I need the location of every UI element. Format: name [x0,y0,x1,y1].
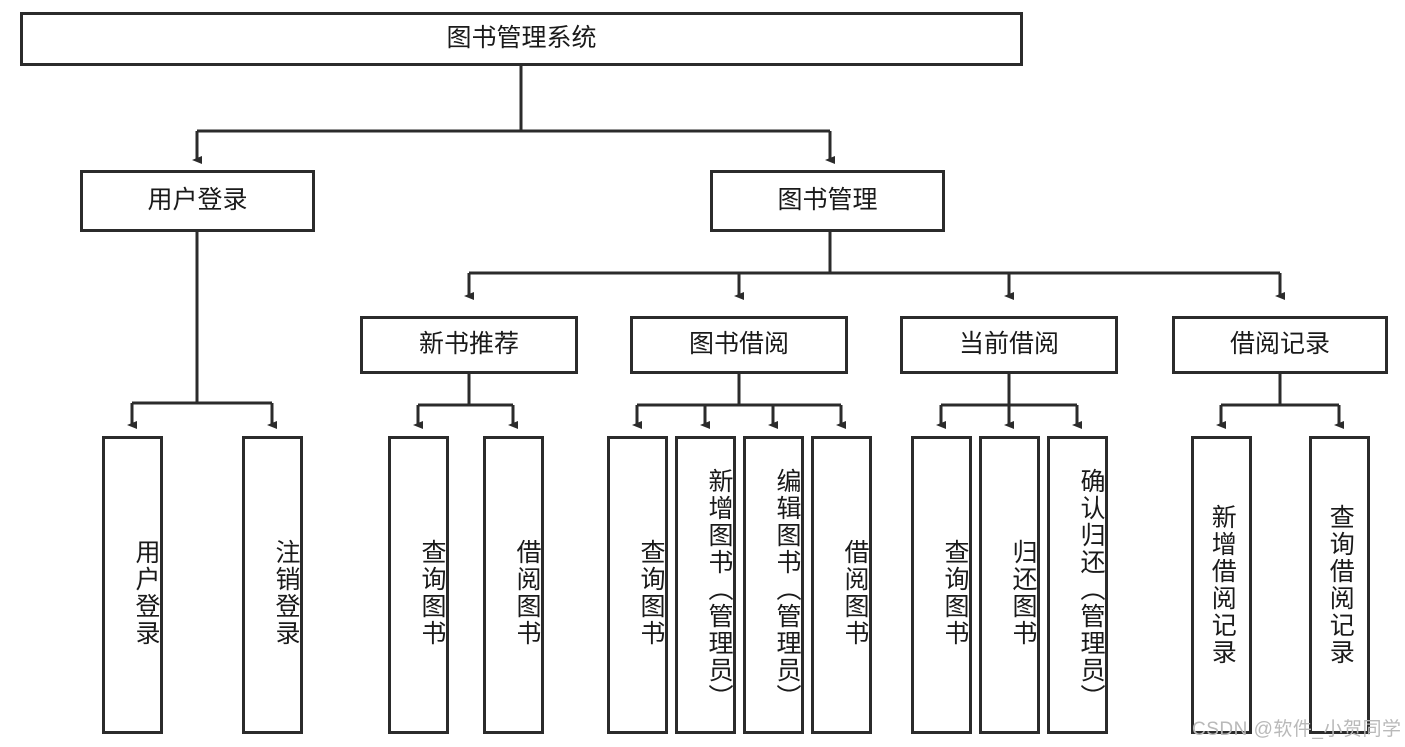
node-book-management[interactable]: 图书管理 [710,170,945,232]
leaf-borrow-record-add[interactable]: 新增借阅记录 [1191,436,1252,734]
node-current-borrow[interactable]: 当前借阅 [900,316,1118,374]
leaf-borrow-record-query[interactable]: 查询借阅记录 [1309,436,1370,734]
csdn-watermark: CSDN @软件_小贺同学 [1192,719,1402,740]
leaf-book-borrow-edit-admin[interactable]: 编辑图书（管理员） [743,436,804,734]
node-book-borrow[interactable]: 图书借阅 [630,316,848,374]
node-new-book-recommend[interactable]: 新书推荐 [360,316,578,374]
leaf-user-login-login[interactable]: 用户登录 [102,436,163,734]
leaf-book-borrow-add-admin[interactable]: 新增图书（管理员） [675,436,736,734]
leaf-book-borrow-query[interactable]: 查询图书 [607,436,668,734]
leaf-current-borrow-confirm-admin[interactable]: 确认归还（管理员） [1047,436,1108,734]
leaf-new-book-borrow[interactable]: 借阅图书 [483,436,544,734]
leaf-current-borrow-query[interactable]: 查询图书 [911,436,972,734]
node-borrow-record[interactable]: 借阅记录 [1172,316,1388,374]
leaf-book-borrow-borrow[interactable]: 借阅图书 [811,436,872,734]
leaf-new-book-query[interactable]: 查询图书 [388,436,449,734]
leaf-current-borrow-return[interactable]: 归还图书 [979,436,1040,734]
node-root-system[interactable]: 图书管理系统 [20,12,1023,66]
leaf-user-login-logout[interactable]: 注销登录 [242,436,303,734]
node-user-login[interactable]: 用户登录 [80,170,315,232]
